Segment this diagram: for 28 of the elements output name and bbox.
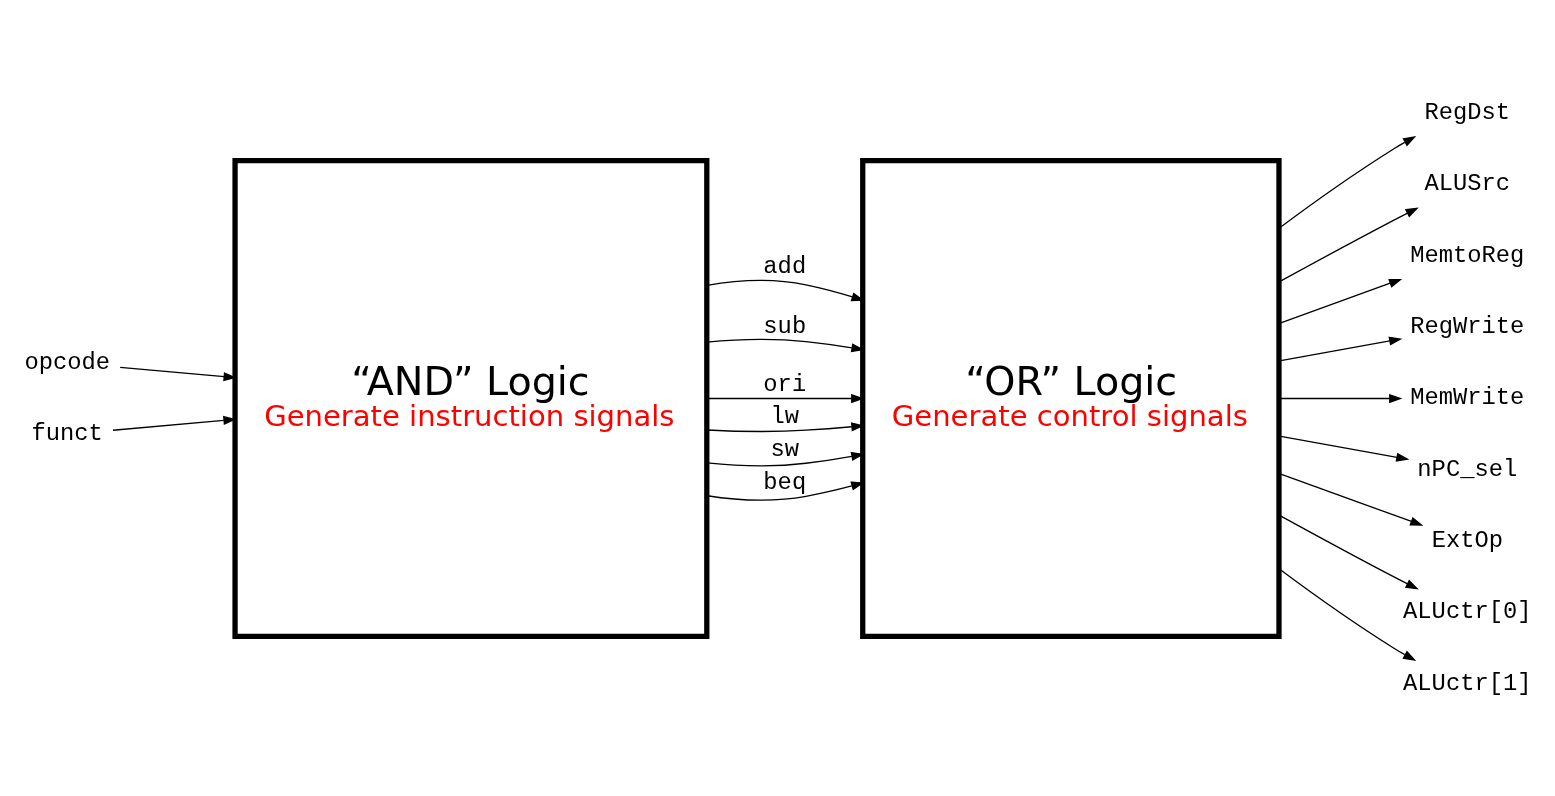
edge-label: lw — [770, 402, 800, 430]
node-text: RegWrite — [1410, 312, 1525, 340]
arrow — [1278, 472, 1424, 526]
arrow — [1278, 206, 1419, 283]
node-text: ALUSrc — [1424, 169, 1511, 197]
edge-label: beq — [763, 468, 807, 496]
node-text: MemtoReg — [1410, 241, 1525, 269]
node-text: opcode — [24, 348, 111, 376]
arrow — [1278, 513, 1419, 590]
edge-label: sub — [763, 312, 807, 340]
node-text: ALUctr[1] — [1403, 669, 1532, 697]
arrow — [1278, 336, 1403, 362]
arrow — [1278, 567, 1417, 661]
edge-label: add — [763, 252, 807, 280]
node-text: ExtOp — [1431, 526, 1503, 554]
arrow — [1278, 278, 1403, 324]
arrow — [1278, 135, 1417, 229]
arrow — [1278, 434, 1410, 462]
node-text: MemWrite — [1410, 383, 1525, 411]
node-text: nPC_sel — [1417, 455, 1518, 483]
edge-label: ori — [763, 370, 807, 398]
node-box: “AND” Logic Generate instruction signals — [232, 157, 710, 639]
node-text: funct — [31, 419, 103, 447]
node-text: RegDst — [1424, 98, 1511, 126]
arrow — [1278, 393, 1403, 403]
edge-label: sw — [770, 435, 800, 463]
node-text: ALUctr[0] — [1403, 597, 1532, 625]
node-box: “OR” Logic Generate control signals — [860, 157, 1282, 639]
